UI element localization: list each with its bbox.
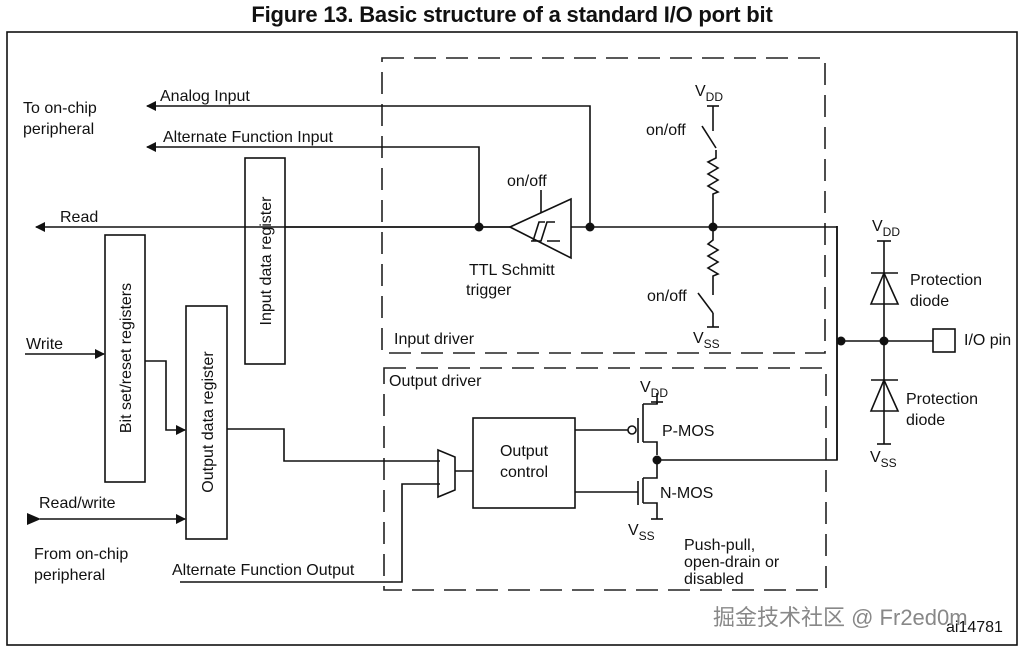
output-control-label-2: control [500,464,548,481]
to-on-chip-label-1: To on-chip [23,100,97,117]
upper-protection-diode [869,240,900,341]
from-on-chip-label-1: From on-chip [34,546,128,563]
pmos-label: P-MOS [662,423,714,440]
write-label: Write [26,336,63,353]
pmos-vdd-label: VDD [640,379,668,400]
junction-dot [474,222,484,232]
input-driver-label: Input driver [394,331,475,348]
alt-func-output-label: Alternate Function Output [172,562,355,579]
output-driver-box [383,367,827,591]
junction-dot [836,336,846,346]
output-control-label-1: Output [500,443,549,460]
read-label: Read [60,209,98,226]
output-driver-label: Output driver [389,373,482,390]
schmitt-label-2: trigger [466,282,512,299]
analog-input-wire [146,101,591,226]
junction-dot [585,222,595,232]
input-data-register [244,157,286,365]
schmitt-on-off-label: on/off [507,173,547,190]
multiplexer [437,448,456,499]
nmos-transistor [575,463,663,520]
alt-func-output-wire [180,483,440,583]
odr-to-mux-wire [227,428,440,462]
analog-input-label: Analog Input [160,88,250,105]
upper-diode-label-1: Protection [910,272,982,289]
pullup-on-off-label: on/off [646,122,686,139]
pull-up-resistor [701,105,720,227]
input-driver-box [381,57,826,354]
output-control-block [472,417,576,509]
schmitt-label-1: TTL Schmitt [469,262,555,279]
push-pull-label-3: disabled [684,571,744,588]
pmos-transistor [575,393,663,455]
from-on-chip-label-2: peripheral [34,567,105,584]
input-data-register-label: Input data register [258,196,275,326]
bit-set-reset-label: Bit set/reset registers [118,283,135,433]
nmos-label: N-MOS [660,485,713,502]
lower-diode-label-1: Protection [906,391,978,408]
diode-vss-label: VSS [870,449,897,470]
outer-frame [6,31,1018,646]
output-data-register-label: Output data register [200,351,217,493]
alt-func-input-wire [146,142,480,226]
junction-dot [708,222,718,232]
diode-vdd-label: VDD [872,218,900,239]
push-pull-label-1: Push-pull, [684,537,755,554]
to-on-chip-label-2: peripheral [23,121,94,138]
output-data-register [185,305,228,540]
schmitt-trigger [508,190,572,260]
bit-set-reset-registers [104,234,146,483]
lower-diode-label-2: diode [906,412,945,429]
read-write-label: Read/write [39,495,116,512]
push-pull-label-2: open-drain or [684,554,780,571]
pulldown-vss-label: VSS [693,330,720,351]
bsr-to-odr-wire [145,360,186,435]
alt-func-input-label: Alternate Function Input [163,129,333,146]
io-pin [932,328,956,353]
upper-diode-label-2: diode [910,293,949,310]
pull-down-resistor [697,227,720,328]
reference-code: ai14781 [946,619,1003,636]
io-pin-label: I/O pin [964,332,1011,349]
pulldown-on-off-label: on/off [647,288,687,305]
figure-title: Figure 13. Basic structure of a standard… [251,2,773,27]
pullup-vdd-label: VDD [695,83,723,104]
nmos-vss-label: VSS [628,522,655,543]
lower-protection-diode [869,341,900,445]
watermark: 掘金技术社区 @ Fr2ed0m [713,605,968,630]
